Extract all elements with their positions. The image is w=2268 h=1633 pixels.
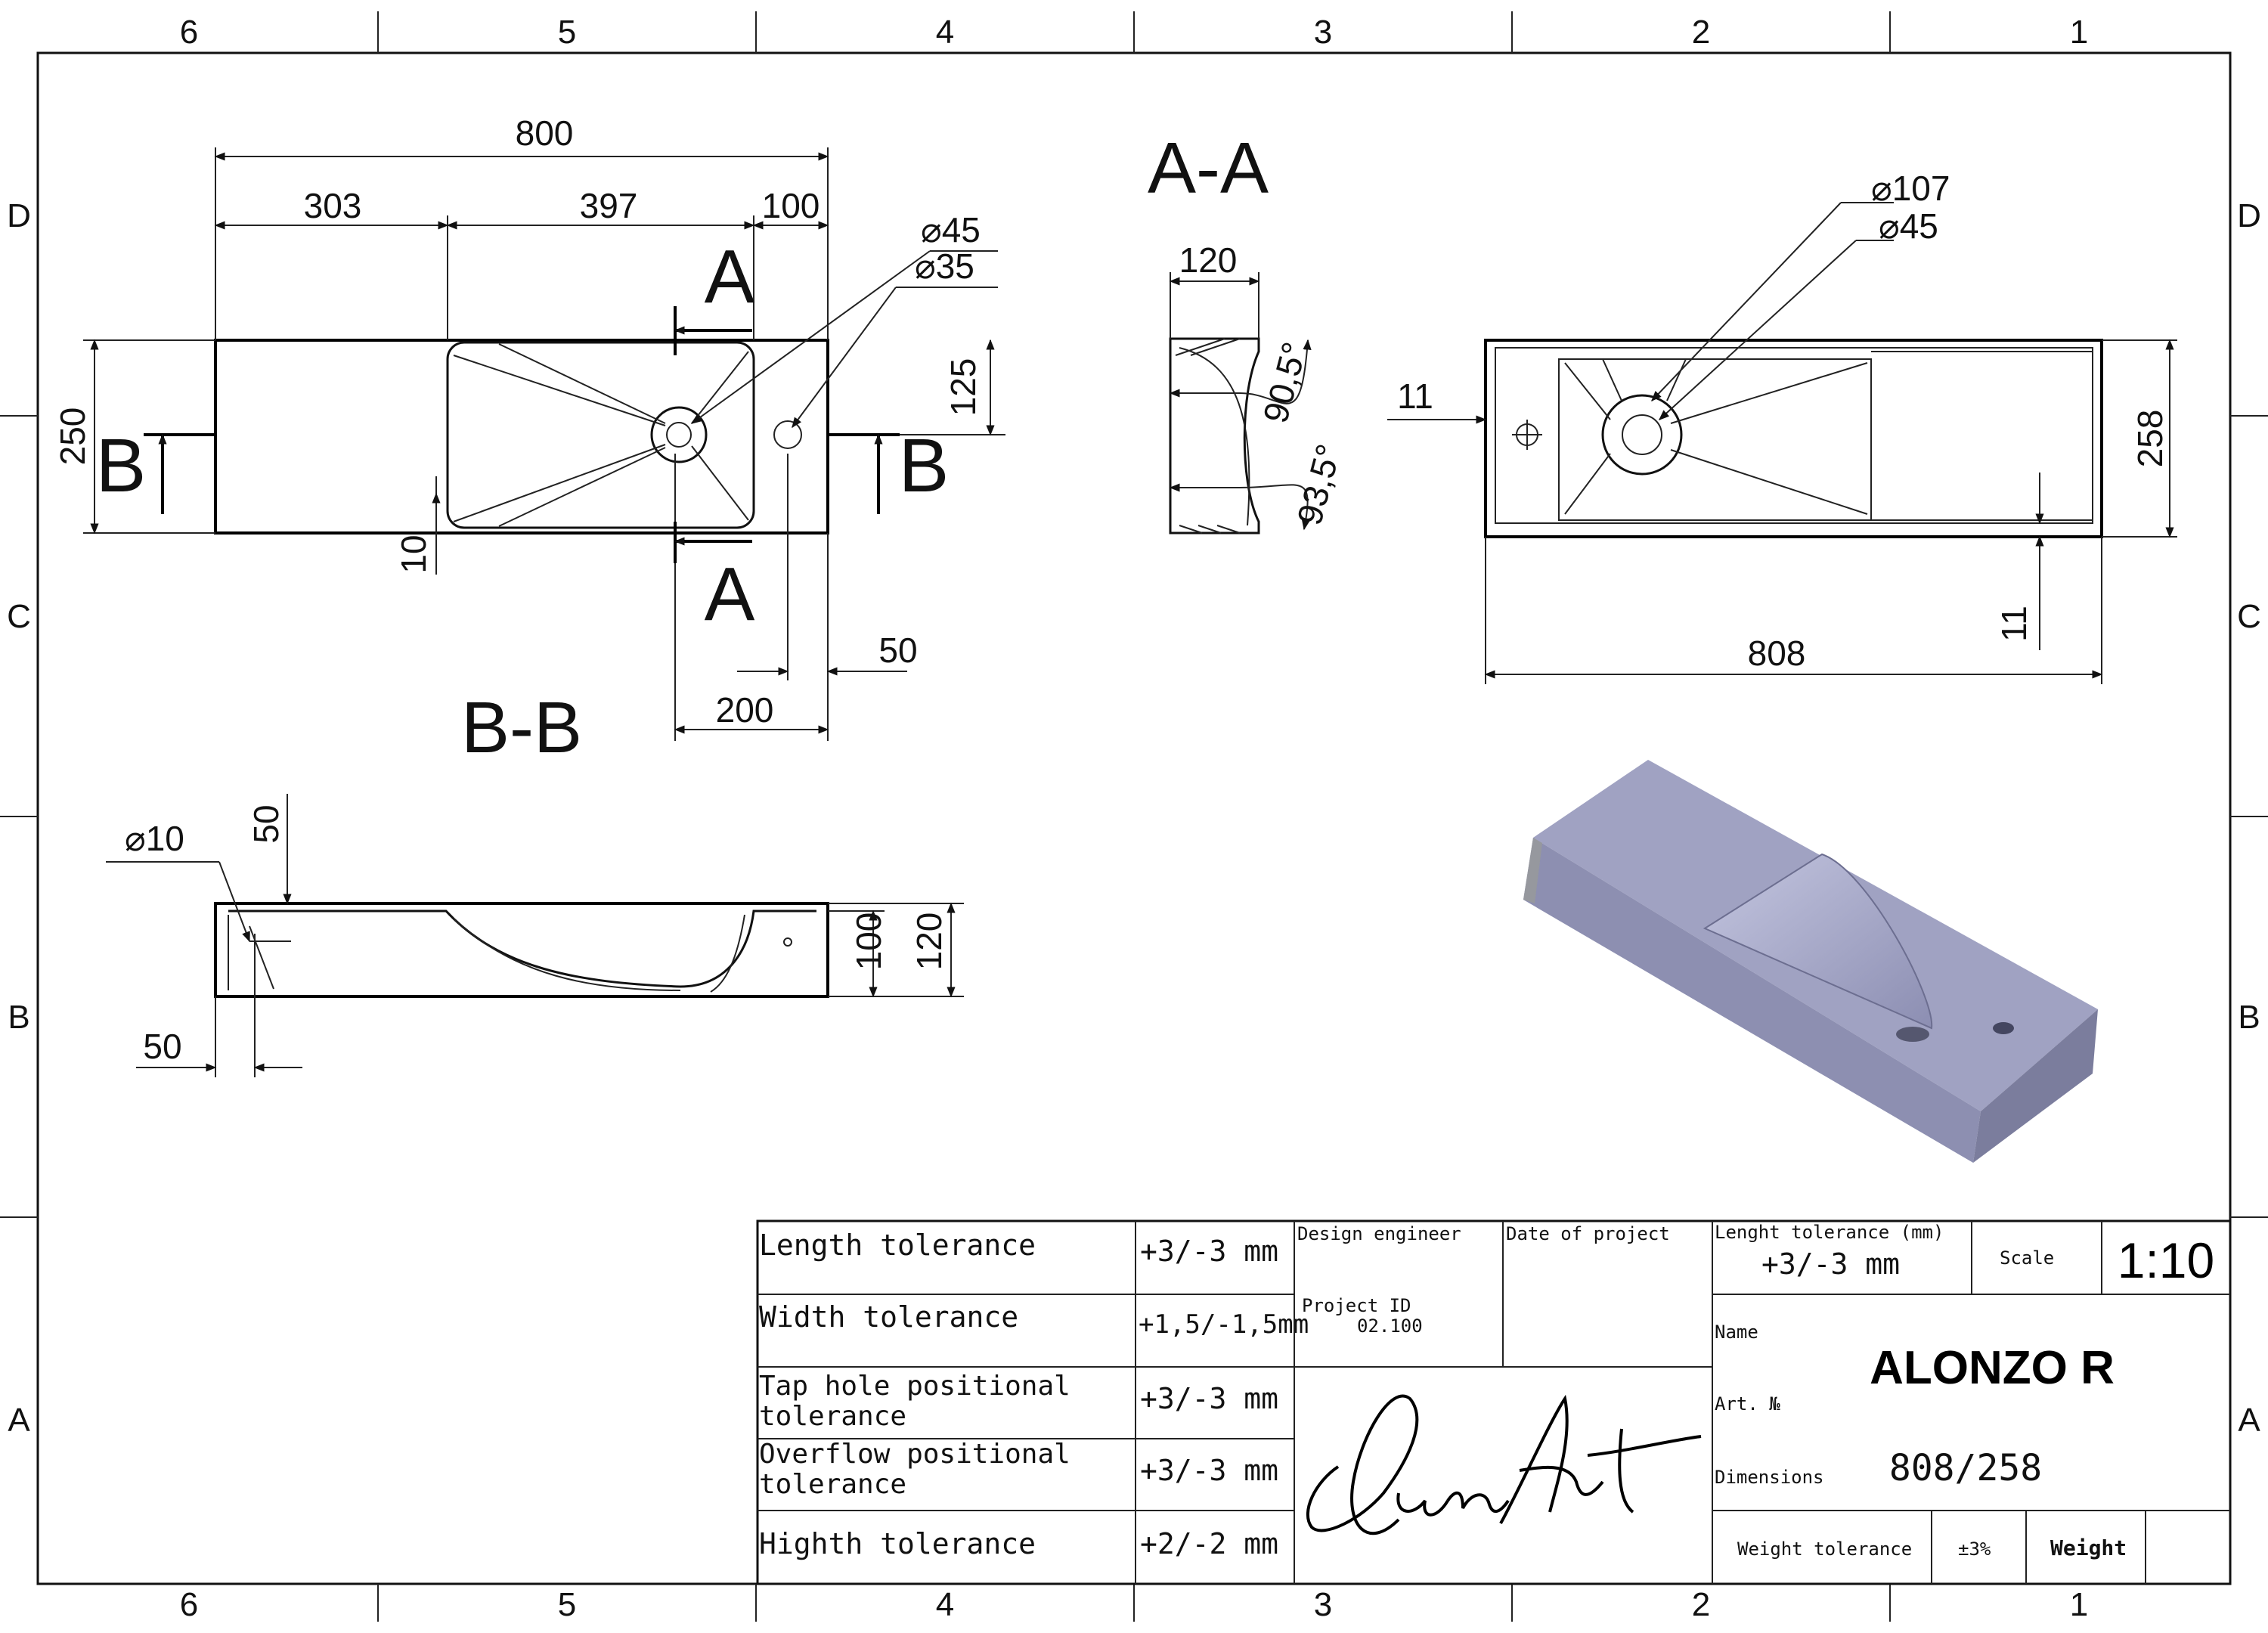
aa-angle-2: 93,5° <box>1289 440 1348 529</box>
tolerance-label: Tap hole positional <box>759 1371 1070 1402</box>
product-name: ALONZO R <box>1870 1342 2115 1394</box>
dim-right-width: 100 <box>762 186 820 225</box>
weight-label: Weight <box>2050 1535 2127 1560</box>
top-view: 800 303 397 100 250 ⌀45 ⌀35 125 10 50 20… <box>53 113 1005 741</box>
bottom-inner-diameter: ⌀45 <box>1879 206 1938 246</box>
zone-label: B <box>8 999 29 1036</box>
zone-label: 4 <box>936 1586 954 1623</box>
project-id: 02.100 <box>1357 1315 1423 1337</box>
dimensions-value: 808/258 <box>1889 1447 2042 1489</box>
zone-label: 4 <box>936 14 954 51</box>
article-label: Art. № <box>1715 1393 1780 1415</box>
tolerance-label: tolerance <box>759 1469 906 1500</box>
zone-label: A <box>8 1402 30 1439</box>
lunart-logo <box>1306 1394 1702 1535</box>
zone-label: 3 <box>1314 14 1332 51</box>
zone-label: C <box>2237 598 2261 635</box>
bottom-hole-offset: 11 <box>1397 376 1433 416</box>
zone-label: 5 <box>558 14 576 51</box>
zone-labels-top: 6 5 4 3 2 1 <box>180 14 2088 51</box>
tolerance-value: +2/-2 mm <box>1140 1527 1278 1560</box>
dim-drain-diameter: ⌀45 <box>921 210 981 249</box>
name-label: Name <box>1715 1322 1758 1343</box>
bottom-outer-diameter: ⌀107 <box>1871 169 1950 208</box>
zone-label: 2 <box>1692 14 1710 51</box>
length-tolerance-label: Lenght tolerance (mm) <box>1715 1222 1944 1243</box>
dim-overall-width: 800 <box>516 113 574 153</box>
tolerance-value: +3/-3 mm <box>1140 1454 1278 1487</box>
length-tolerance-value: +3/-3 mm <box>1761 1247 1900 1281</box>
zone-label: D <box>2237 197 2261 234</box>
dimensions-label: Dimensions <box>1715 1467 1824 1488</box>
bb-height-100: 100 <box>849 913 888 971</box>
aa-angle-1: 90,5° <box>1255 338 1314 427</box>
section-bb-view: B-B ⌀10 50 100 120 50 <box>106 687 964 1077</box>
zone-label: B <box>2238 999 2260 1036</box>
section-mark-b-right: B <box>899 423 950 508</box>
zone-labels-right: D C B A <box>2237 197 2261 1439</box>
tolerance-value: +3/-3 mm <box>1140 1382 1278 1415</box>
weight-tolerance-value: ±3% <box>1958 1538 1991 1560</box>
zone-label: 6 <box>180 14 198 51</box>
dim-to-tap: 125 <box>943 358 983 417</box>
zone-label: 3 <box>1314 1586 1332 1623</box>
bb-hole-diameter: ⌀10 <box>125 819 184 858</box>
title-block: Length tolerance +3/-3 mm Width toleranc… <box>756 1219 2232 1585</box>
dim-middle-width: 397 <box>580 186 638 225</box>
weight-tolerance-label: Weight tolerance <box>1737 1538 1912 1560</box>
dim-left-width: 303 <box>304 186 362 225</box>
dim-tap-offset: 50 <box>878 631 917 670</box>
aa-width: 120 <box>1179 240 1238 280</box>
tolerance-value: +3/-3 mm <box>1140 1235 1278 1268</box>
section-bb-title: B-B <box>461 687 582 768</box>
zone-label: 6 <box>180 1586 198 1623</box>
zone-label: 5 <box>558 1586 576 1623</box>
bottom-width: 808 <box>1748 634 1806 673</box>
bb-offset: 50 <box>143 1027 181 1066</box>
section-mark-a-top: A <box>705 234 755 319</box>
section-aa-title: A-A <box>1148 128 1269 209</box>
zone-label: C <box>7 598 31 635</box>
zone-label: D <box>7 197 31 234</box>
dim-tap-diameter: ⌀35 <box>915 246 974 286</box>
section-mark-a-bottom: A <box>705 552 755 637</box>
zone-label: 2 <box>1692 1586 1710 1623</box>
tolerance-label: Length tolerance <box>759 1229 1036 1262</box>
bottom-height: 258 <box>2130 410 2170 468</box>
section-mark-b-left: B <box>96 423 147 508</box>
bottom-rim: 11 <box>1994 606 2034 642</box>
bb-depth: 50 <box>246 804 286 843</box>
tolerance-label: Overflow positional <box>759 1439 1070 1470</box>
tolerance-label: tolerance <box>759 1401 906 1432</box>
zone-labels-left: D C B A <box>7 197 31 1439</box>
tolerance-label: Highth tolerance <box>759 1527 1036 1560</box>
zone-label: 1 <box>2070 14 2088 51</box>
dim-200: 200 <box>716 690 774 730</box>
date-label: Date of project <box>1506 1223 1670 1244</box>
scale-label: Scale <box>2000 1247 2054 1269</box>
sink-3d-render <box>1523 760 2098 1163</box>
tolerance-label: Width tolerance <box>759 1300 1018 1334</box>
bottom-view: ⌀107 ⌀45 11 258 11 808 <box>1387 169 2177 684</box>
design-engineer-label: Design engineer <box>1297 1223 1461 1244</box>
project-id-label: Project ID <box>1302 1295 1411 1316</box>
zone-label: 1 <box>2070 1586 2088 1623</box>
bb-height-120: 120 <box>909 913 949 971</box>
zone-label: A <box>2238 1402 2260 1439</box>
dim-depth: 250 <box>53 407 92 466</box>
section-aa-view: A-A 120 90,5° 93,5° <box>1148 128 1349 535</box>
zone-labels-bottom: 6 5 4 3 2 1 <box>180 1586 2088 1623</box>
dim-edge: 10 <box>394 535 433 573</box>
tolerance-value: +1,5/-1,5mm <box>1139 1309 1309 1340</box>
scale-value: 1:10 <box>2118 1232 2214 1288</box>
